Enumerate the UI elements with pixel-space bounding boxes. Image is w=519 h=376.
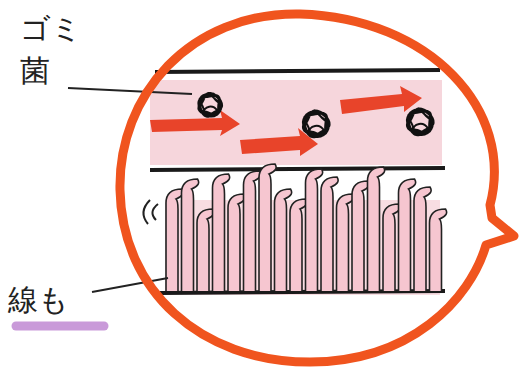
part-label: 線も	[8, 285, 69, 315]
cilium	[399, 179, 416, 291]
cilium	[430, 209, 447, 291]
cilium	[197, 209, 214, 291]
cilium	[352, 181, 369, 291]
part-label: 菌	[20, 56, 50, 86]
wall-line	[155, 70, 440, 72]
cilium	[383, 204, 400, 291]
dust-bacteria	[198, 93, 222, 117]
highlight-underline	[16, 322, 104, 331]
flow-arrow	[340, 86, 422, 114]
dust-bacteria	[407, 108, 434, 135]
cilium	[290, 199, 307, 291]
cilium	[306, 169, 323, 291]
magnify-bubble	[120, 14, 514, 362]
cilium	[213, 174, 230, 291]
cilium	[275, 189, 292, 291]
wall-line	[150, 168, 445, 170]
base-line	[160, 291, 445, 293]
cilium	[321, 177, 338, 291]
motion-mark	[143, 200, 150, 224]
flow-arrows	[150, 86, 422, 156]
part-label: ゴミ	[20, 14, 82, 44]
leader-line	[68, 88, 192, 94]
dust-bacteria	[303, 110, 330, 137]
cilium	[166, 189, 183, 291]
mucus-band	[150, 80, 442, 165]
motion-mark	[152, 204, 158, 220]
cilium	[368, 167, 385, 291]
dust-group	[198, 93, 433, 137]
cilium	[228, 194, 245, 291]
flow-arrow	[150, 110, 240, 136]
cilium	[337, 194, 354, 291]
cilium	[414, 187, 431, 291]
cilium	[244, 171, 261, 291]
cilium	[259, 164, 276, 291]
cilia-group	[166, 164, 447, 291]
cilium	[182, 179, 199, 291]
